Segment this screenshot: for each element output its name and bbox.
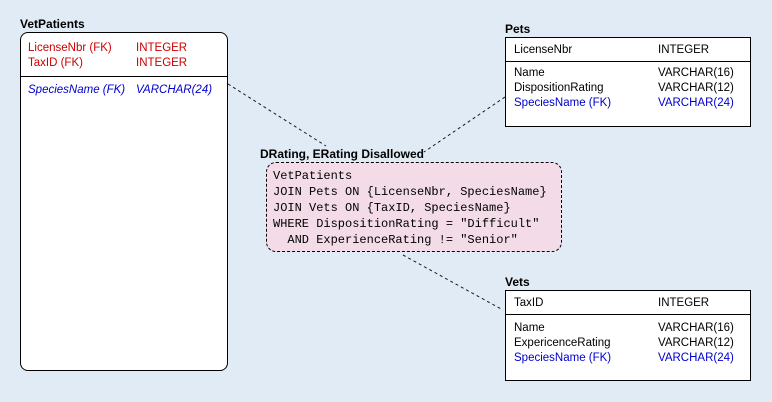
entity-box-vets[interactable]: TaxID INTEGER Name VARCHAR(16) Expericen… bbox=[505, 290, 751, 381]
attribute-type: VARCHAR(24) bbox=[658, 352, 734, 364]
connector-pets-note[interactable] bbox=[423, 96, 506, 153]
attribute-row: Name VARCHAR(16) bbox=[506, 66, 750, 81]
attribute-name: TaxID (FK) bbox=[28, 57, 83, 69]
attribute-area: SpeciesName (FK) VARCHAR(24) bbox=[21, 77, 227, 98]
attribute-row: LicenseNbr INTEGER bbox=[506, 43, 750, 58]
entity-title-vets: Vets bbox=[505, 275, 530, 289]
attribute-type: VARCHAR(16) bbox=[658, 322, 734, 334]
attribute-name: LicenseNbr (FK) bbox=[28, 42, 112, 54]
attribute-row: SpeciesName (FK) VARCHAR(24) bbox=[506, 351, 750, 366]
note-box[interactable]: VetPatients JOIN Pets ON {LicenseNbr, Sp… bbox=[266, 162, 562, 252]
attribute-name: SpeciesName (FK) bbox=[514, 352, 612, 364]
attribute-type: INTEGER bbox=[658, 44, 710, 56]
entity-title-pets: Pets bbox=[505, 22, 531, 36]
connector-vetpatients-note[interactable] bbox=[227, 83, 327, 147]
attribute-row: TaxID (FK) INTEGER bbox=[21, 56, 227, 71]
note-line: VetPatients bbox=[273, 169, 353, 183]
connector-note-vets[interactable] bbox=[402, 254, 504, 311]
attribute-row: SpeciesName (FK) VARCHAR(24) bbox=[506, 96, 750, 111]
entity-title-vetpatients: VetPatients bbox=[20, 17, 85, 31]
note-line: JOIN Vets ON {TaxID, SpeciesName} bbox=[273, 201, 511, 215]
attribute-name: Name bbox=[514, 322, 545, 334]
attribute-type: INTEGER bbox=[136, 42, 188, 54]
note-line: JOIN Pets ON {LicenseNbr, SpeciesName} bbox=[273, 185, 547, 199]
attribute-type: VARCHAR(12) bbox=[658, 337, 734, 349]
key-area: TaxID INTEGER bbox=[506, 291, 750, 315]
attribute-area: Name VARCHAR(16) DispositionRating VARCH… bbox=[506, 62, 750, 111]
attribute-row: Name VARCHAR(16) bbox=[506, 321, 750, 336]
attribute-type: VARCHAR(12) bbox=[658, 82, 734, 94]
attribute-name: SpeciesName (FK) bbox=[28, 84, 126, 96]
attribute-row: SpeciesName (FK) VARCHAR(24) bbox=[21, 83, 227, 98]
attribute-type: INTEGER bbox=[136, 57, 188, 69]
attribute-area: Name VARCHAR(16) ExpericenceRating VARCH… bbox=[506, 315, 750, 366]
entity-pets[interactable]: Pets LicenseNbr INTEGER Name VARCHAR(16)… bbox=[505, 21, 751, 127]
key-area: LicenseNbr INTEGER bbox=[506, 38, 750, 62]
key-area: LicenseNbr (FK) INTEGER TaxID (FK) INTEG… bbox=[21, 33, 227, 77]
entity-vetpatients[interactable]: VetPatients LicenseNbr (FK) INTEGER TaxI… bbox=[20, 16, 228, 371]
attribute-name: SpeciesName (FK) bbox=[514, 97, 612, 109]
attribute-name: LicenseNbr bbox=[514, 44, 573, 56]
attribute-type: VARCHAR(24) bbox=[658, 97, 734, 109]
attribute-row: LicenseNbr (FK) INTEGER bbox=[21, 41, 227, 56]
attribute-row: TaxID INTEGER bbox=[506, 296, 750, 311]
note-line: WHERE DispositionRating = "Difficult" bbox=[273, 217, 540, 231]
constraint-note[interactable]: DRating, ERating Disallowed VetPatients … bbox=[260, 146, 562, 252]
entity-vets[interactable]: Vets TaxID INTEGER Name VARCHAR(16) Expe… bbox=[505, 274, 751, 381]
entity-box-pets[interactable]: LicenseNbr INTEGER Name VARCHAR(16) Disp… bbox=[505, 37, 751, 127]
entity-box-vetpatients[interactable]: LicenseNbr (FK) INTEGER TaxID (FK) INTEG… bbox=[20, 32, 228, 371]
note-title: DRating, ERating Disallowed bbox=[260, 147, 425, 161]
attribute-type: VARCHAR(16) bbox=[658, 67, 734, 79]
note-line: AND ExperienceRating != "Senior" bbox=[273, 233, 518, 247]
attribute-name: TaxID bbox=[514, 297, 544, 309]
attribute-type: INTEGER bbox=[658, 297, 710, 309]
attribute-name: DispositionRating bbox=[514, 82, 604, 94]
attribute-name: ExpericenceRating bbox=[514, 337, 611, 349]
attribute-row: ExpericenceRating VARCHAR(12) bbox=[506, 336, 750, 351]
attribute-row: DispositionRating VARCHAR(12) bbox=[506, 81, 750, 96]
attribute-name: Name bbox=[514, 67, 545, 79]
attribute-type: VARCHAR(24) bbox=[136, 84, 213, 96]
